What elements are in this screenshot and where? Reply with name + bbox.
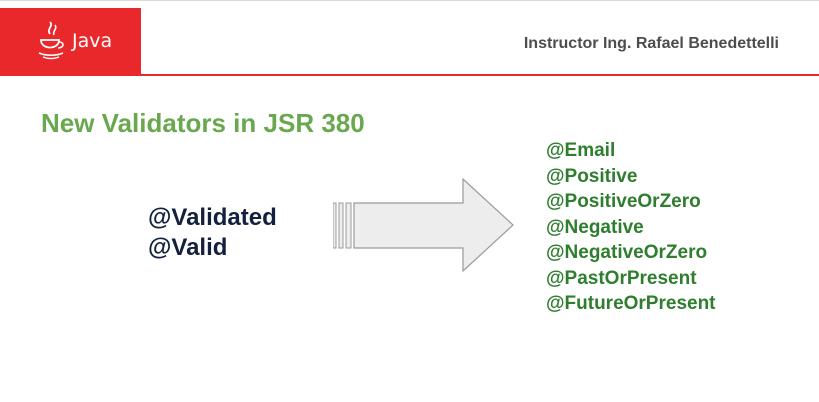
striped-right-arrow-icon	[333, 178, 514, 272]
list-item: @Negative	[546, 216, 644, 238]
left-annotations: @Validated @Valid	[148, 203, 277, 263]
instructor-label: Instructor Ing. Rafael Benedettelli	[523, 35, 779, 52]
list-item: @Positive	[546, 165, 638, 187]
brand-name: Java	[72, 30, 113, 52]
slide-title: New Validators in JSR 380	[41, 108, 365, 138]
top-border	[0, 0, 819, 1]
new-validators-list: @Email @Positive @PositiveOrZero @Negati…	[546, 138, 716, 317]
list-item: @PastOrPresent	[546, 267, 697, 289]
list-item: @NegativeOrZero	[546, 242, 708, 263]
left-item-validated: @Validated	[148, 204, 277, 231]
header-divider	[141, 74, 819, 76]
slide-header: Java Instructor Ing. Rafael Benedettelli	[0, 8, 819, 78]
java-logo: Java	[0, 8, 141, 76]
list-item: @Email	[546, 140, 616, 161]
left-item-valid: @Valid	[148, 234, 228, 261]
java-cup-icon	[38, 21, 64, 60]
list-item: @FutureOrPresent	[546, 293, 716, 314]
list-item: @PositiveOrZero	[546, 191, 701, 212]
